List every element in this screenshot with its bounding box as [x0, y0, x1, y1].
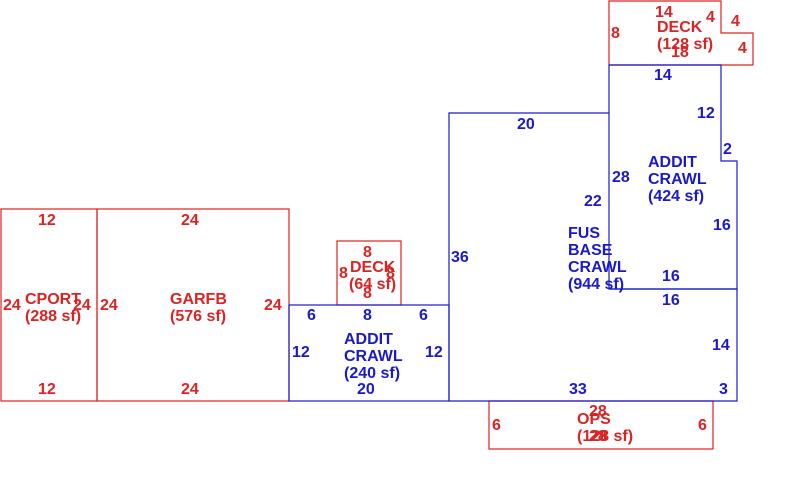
garfb-area: GARFB (576 sf) 24 24 24 24: [96, 208, 290, 402]
fus-base-dim-left: 36: [451, 249, 469, 266]
ops-area-value: (128 sf): [577, 428, 633, 445]
fus-base-label-line2: BASE: [568, 242, 613, 259]
fus-base-label-line3: CRAWL: [568, 259, 627, 276]
deck-small-label: DECK: [350, 259, 396, 276]
cport-dim-right: 24: [73, 297, 91, 314]
addit-crawl-424-label-line1: ADDIT: [648, 154, 697, 171]
addit-crawl-240-label-line1: ADDIT: [344, 331, 393, 348]
deck-small-dim-bottom: 8: [363, 285, 372, 302]
cport-dim-bottom: 12: [38, 381, 56, 398]
ops-dim-bottom: 28: [589, 428, 607, 445]
fus-base-dim-inner-left: 22: [584, 193, 602, 210]
addit-crawl-424-dim-left: 28: [612, 169, 630, 186]
cport-area-value: (288 sf): [25, 308, 81, 325]
deck-small-dim-right: 8: [386, 265, 395, 282]
fus-base-label-line1: FUS: [568, 225, 600, 242]
garfb-dim-left: 24: [100, 297, 118, 314]
cport-label: CPORT: [25, 291, 81, 308]
deck-top-dim-bottom: 18: [671, 44, 689, 61]
deck-small-dim-top: 8: [363, 244, 372, 261]
deck-top-dim-left: 8: [611, 25, 620, 42]
ops-dim-right: 6: [698, 417, 707, 434]
addit-crawl-240-dim-bottom: 20: [357, 381, 375, 398]
deck-top-label: DECK: [657, 19, 703, 36]
addit-crawl-424-area: 14 12 2 28 16 16 ADDIT CRAWL (424 sf): [608, 64, 738, 290]
fus-base-dim-right-bottom: 3: [719, 381, 728, 398]
fus-base-dim-right-lower: 14: [712, 337, 730, 354]
deck-top-dim-right-c: 4: [738, 40, 747, 57]
addit-crawl-240-dim-left: 12: [292, 344, 310, 361]
addit-crawl-240-dim-top-mid: 8: [363, 307, 372, 324]
garfb-dim-right: 24: [264, 297, 282, 314]
addit-crawl-240-area: 6 8 6 12 12 20 ADDIT CRAWL (240 sf): [288, 304, 450, 402]
ops-label: OPS: [577, 411, 611, 428]
garfb-area-value: (576 sf): [170, 308, 226, 325]
addit-crawl-424-dim-notch: 2: [723, 141, 732, 158]
cport-dim-top: 12: [38, 212, 56, 229]
addit-crawl-424-outline: [608, 64, 738, 290]
deck-small-dim-left: 8: [339, 265, 348, 282]
addit-crawl-240-area-value: (240 sf): [344, 365, 400, 382]
addit-crawl-240-dim-top-left: 6: [307, 307, 316, 324]
addit-crawl-240-label-line2: CRAWL: [344, 348, 403, 365]
ops-dim-left: 6: [492, 417, 501, 434]
fus-base-dim-top: 20: [517, 116, 535, 133]
deck-top-dim-top: 14: [655, 4, 673, 21]
addit-crawl-424-dim-right-top: 12: [697, 105, 715, 122]
deck-top-dim-right-b: 4: [731, 13, 740, 30]
deck-small-area-value: (64 sf): [349, 276, 396, 293]
garfb-dim-bottom: 24: [181, 381, 199, 398]
deck-small-area: 8 8 8 8 DECK (64 sf): [336, 240, 402, 306]
addit-crawl-424-dim-bottom: 16: [662, 268, 680, 285]
fus-base-dim-bottom: 33: [569, 381, 587, 398]
garfb-dim-top: 24: [181, 212, 199, 229]
addit-crawl-424-dim-right: 16: [713, 217, 731, 234]
addit-crawl-424-dim-top: 14: [654, 67, 672, 84]
ops-area: 28 OPS (128 sf) 28 6 6: [488, 400, 714, 450]
garfb-label: GARFB: [170, 291, 227, 308]
addit-crawl-240-dim-top-right: 6: [419, 307, 428, 324]
fus-base-area-value: (944 sf): [568, 276, 624, 293]
cport-dim-left: 24: [3, 297, 21, 314]
addit-crawl-424-label-line2: CRAWL: [648, 171, 707, 188]
cport-area: CPORT (288 sf) 12 12 24 24: [0, 208, 98, 402]
addit-crawl-240-dim-right: 12: [425, 344, 443, 361]
fus-base-dim-mid-horizontal: 16: [662, 292, 680, 309]
deck-top-dim-right-a: 4: [706, 9, 715, 26]
deck-top-area-value: (128 sf): [657, 36, 713, 53]
addit-crawl-424-area-value: (424 sf): [648, 188, 704, 205]
ops-dim-top: 28: [589, 403, 607, 420]
deck-top-area: 14 8 4 4 4 DECK (128 sf) 18: [608, 0, 754, 66]
